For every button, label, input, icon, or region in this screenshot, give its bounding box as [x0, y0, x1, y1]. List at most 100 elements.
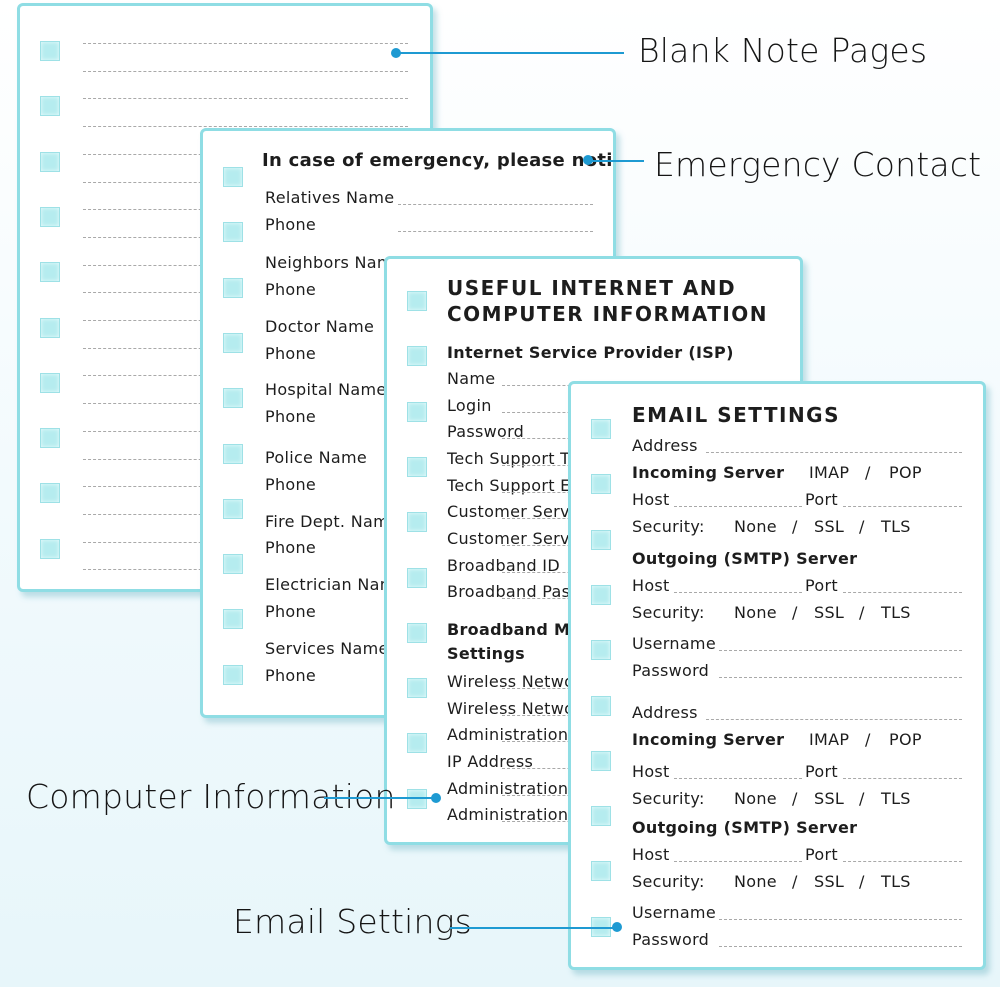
checkbox: [40, 41, 60, 61]
security-ssl: SSL: [814, 517, 845, 536]
checkbox: [591, 640, 611, 661]
host-label: Host: [632, 762, 670, 781]
pop-option: POP: [889, 463, 922, 482]
password-label: Password: [632, 930, 710, 949]
checkbox: [223, 664, 243, 685]
entry-line: [674, 592, 802, 593]
security-label: Security:: [632, 789, 705, 808]
broadband-heading-2: Settings: [447, 644, 525, 663]
checkbox: [591, 806, 611, 827]
slash: /: [859, 872, 865, 891]
field-label: Phone: [265, 280, 317, 299]
entry-line: [398, 231, 593, 232]
outgoing-server-label: Outgoing (SMTP) Server: [632, 549, 858, 568]
entry-line: [719, 919, 962, 920]
entry-line: [843, 506, 962, 507]
checkbox: [40, 538, 60, 559]
field-label: Phone: [265, 602, 317, 621]
checkbox: [40, 262, 60, 283]
blank-line: [83, 98, 408, 100]
checkbox: [591, 474, 611, 495]
host-label: Host: [632, 845, 670, 864]
security-ssl: SSL: [814, 789, 845, 808]
checkbox: [591, 419, 611, 439]
isp-heading: Internet Service Provider (ISP): [447, 343, 734, 362]
outgoing-server-label: Outgoing (SMTP) Server: [632, 818, 858, 837]
checkbox: [591, 861, 611, 882]
slash: /: [792, 872, 798, 891]
checkbox: [407, 346, 427, 367]
field-label: IP Address: [447, 752, 534, 771]
security-none: None: [734, 872, 777, 891]
host-label: Host: [632, 490, 670, 509]
incoming-server-label: Incoming Server: [632, 463, 785, 482]
computer-title-line2: COMPUTER INFORMATION: [447, 302, 769, 326]
field-label: Broadband ID: [447, 556, 560, 575]
checkbox: [407, 622, 427, 643]
checkbox: [591, 695, 611, 716]
checkbox: [40, 372, 60, 393]
field-label: Neighbors Name: [265, 253, 403, 272]
checkbox: [591, 916, 611, 937]
checkbox: [223, 222, 243, 243]
emergency-title: In case of emergency, please notify: [262, 150, 616, 171]
port-label: Port: [805, 845, 838, 864]
blank-line: [83, 43, 408, 44]
blank-line: [83, 70, 408, 72]
checkbox: [223, 554, 243, 575]
checkbox: [407, 678, 427, 699]
checkbox: [223, 609, 243, 630]
email-title: EMAIL SETTINGS: [632, 403, 841, 427]
entry-line: [719, 946, 962, 947]
checkbox: [591, 584, 611, 605]
security-tls: TLS: [881, 872, 911, 891]
slash: /: [859, 517, 865, 536]
security-none: None: [734, 789, 777, 808]
entry-line: [843, 778, 962, 779]
security-ssl: SSL: [814, 872, 845, 891]
address-label: Address: [632, 703, 698, 722]
checkbox: [40, 151, 60, 172]
imap-option: IMAP: [809, 730, 850, 749]
entry-line: [719, 677, 962, 678]
security-none: None: [734, 603, 777, 622]
field-label: Fire Dept. Name: [265, 512, 400, 531]
entry-line: [706, 452, 962, 453]
entry-line: [719, 650, 962, 651]
checkbox: [407, 733, 427, 754]
security-label: Security:: [632, 603, 705, 622]
host-label: Host: [632, 576, 670, 595]
callout-dot-computer: [431, 793, 441, 803]
username-label: Username: [632, 634, 716, 653]
field-label: Doctor Name: [265, 317, 375, 336]
field-label: Name: [447, 369, 496, 388]
checkbox: [40, 96, 60, 117]
field-label: Services Name: [265, 639, 389, 658]
slash: /: [859, 603, 865, 622]
field-label: Electrician Name: [265, 575, 406, 594]
entry-line: [674, 861, 802, 862]
checkbox: [407, 567, 427, 588]
field-label: Login: [447, 396, 492, 415]
username-label: Username: [632, 903, 716, 922]
entry-line: [674, 506, 802, 507]
slash: /: [792, 603, 798, 622]
slash: /: [865, 730, 871, 749]
field-label: Password: [447, 422, 525, 441]
entry-line: [706, 719, 962, 720]
slash: /: [859, 789, 865, 808]
field-label: Phone: [265, 407, 317, 426]
imap-option: IMAP: [809, 463, 850, 482]
security-none: None: [734, 517, 777, 536]
security-ssl: SSL: [814, 603, 845, 622]
callout-line-email: [450, 927, 618, 929]
slash: /: [865, 463, 871, 482]
security-label: Security:: [632, 872, 705, 891]
field-label: Phone: [265, 344, 317, 363]
callout-line-blank: [398, 52, 624, 54]
checkbox: [591, 529, 611, 550]
checkbox: [223, 443, 243, 464]
field-label: Tech Support Tel: [447, 449, 583, 468]
security-label: Security:: [632, 517, 705, 536]
